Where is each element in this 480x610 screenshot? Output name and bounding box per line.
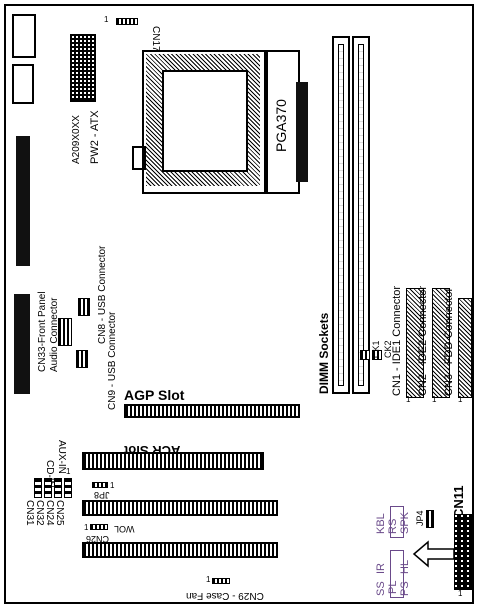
cpu-fan-header: [116, 18, 138, 25]
pci-slot-1: [82, 500, 278, 516]
agp-slot-label: AGP Slot: [124, 387, 185, 403]
dimm-socket-2: [352, 36, 370, 394]
wol-header: [90, 524, 108, 530]
ir-label: IR: [375, 563, 387, 574]
pin1-fdd: 1: [458, 395, 463, 404]
jp8-jumper: [92, 482, 108, 488]
io-port-serial: [14, 294, 30, 394]
cpu-socket-cavity: [162, 70, 248, 172]
acr-slot: [82, 452, 264, 470]
io-port-ps2: [12, 64, 34, 104]
pin1-ide1: 1: [406, 395, 411, 404]
cn24-label: CN24: [44, 500, 55, 526]
case-fan-header: [212, 578, 230, 584]
agp-slot: [124, 404, 300, 418]
ide1-connector: [406, 288, 424, 398]
dimm-sockets-label: DIMM Sockets: [317, 312, 331, 394]
pin1-cpu-fan: 1: [104, 15, 109, 24]
pci-slot-2: [82, 542, 278, 558]
cpu-socket-lever-bar: [296, 82, 308, 182]
motherboard-outline: 1 CN17 - CPU Fan A209X0XX PW2 - ATX PGA3…: [4, 4, 474, 604]
pin1-cn11: 1: [458, 589, 463, 598]
cn31-label: CN31: [24, 500, 35, 526]
ide2-label: CN2 - IDE2 Connector: [417, 285, 429, 396]
cpu-socket-tab: [132, 146, 146, 170]
kbl-label: KBL: [375, 513, 387, 534]
cn11-header: [454, 514, 474, 590]
cn25-connector: [64, 478, 72, 498]
front-panel-bracket-1: [390, 506, 404, 538]
cn31-connector: [34, 478, 42, 498]
pin1-cn26: 1: [84, 523, 89, 532]
io-port-usb: [12, 14, 36, 58]
wol-label: WOL: [114, 524, 135, 534]
ck2-jumper: [372, 350, 382, 360]
cn25-label: CN25: [54, 500, 65, 526]
cn26-label: CN26: [86, 534, 110, 544]
arrow-icon: [412, 540, 455, 568]
pw2-code-label: A209X0XX: [71, 115, 82, 164]
io-port-parallel: [16, 136, 30, 266]
usb-cn9-label: CN9 - USB Connector: [107, 311, 118, 410]
usb-header-cn9: [76, 350, 88, 368]
jp4-label: JP4: [415, 510, 425, 526]
cn32-label: CN32: [34, 500, 45, 526]
ide2-connector: [432, 288, 450, 398]
fdd-label: CN3 - FDD Connector: [443, 287, 455, 396]
ck1-label: CK1: [371, 340, 381, 358]
pin1-cn25: 1: [66, 467, 71, 476]
case-fan-label: CN29 - Case Fan: [186, 590, 264, 601]
front-panel-bracket-2: [390, 550, 404, 598]
ide1-label: CN1 - IDE1 Connector: [391, 285, 403, 396]
pin1-ide2: 1: [432, 395, 437, 404]
front-audio-label-1: CN33-Front Panel: [37, 291, 48, 372]
jp4-jumper: [426, 510, 434, 528]
cn32-connector: [44, 478, 52, 498]
jp8-label: JP8: [94, 490, 110, 500]
aux-in-label: AUX-IN: [56, 440, 67, 474]
pw2-atx-connector: [70, 34, 96, 102]
cpu-socket: [142, 50, 268, 194]
dimm-socket-1: [332, 36, 350, 394]
pin1-case-fan: 1: [206, 575, 211, 584]
front-audio-label-2: Audio Connector: [49, 297, 60, 373]
pw2-label: PW2 - ATX: [89, 110, 101, 164]
pga370-label: PGA370: [273, 99, 289, 152]
front-panel-audio-header: [58, 318, 72, 346]
fdd-connector: [458, 298, 472, 398]
ss-label: SS: [375, 581, 387, 596]
pin1-jp8: 1: [110, 481, 115, 490]
usb-header-cn8: [78, 298, 90, 316]
cn24-connector: [54, 478, 62, 498]
ck1-jumper: [360, 350, 370, 360]
